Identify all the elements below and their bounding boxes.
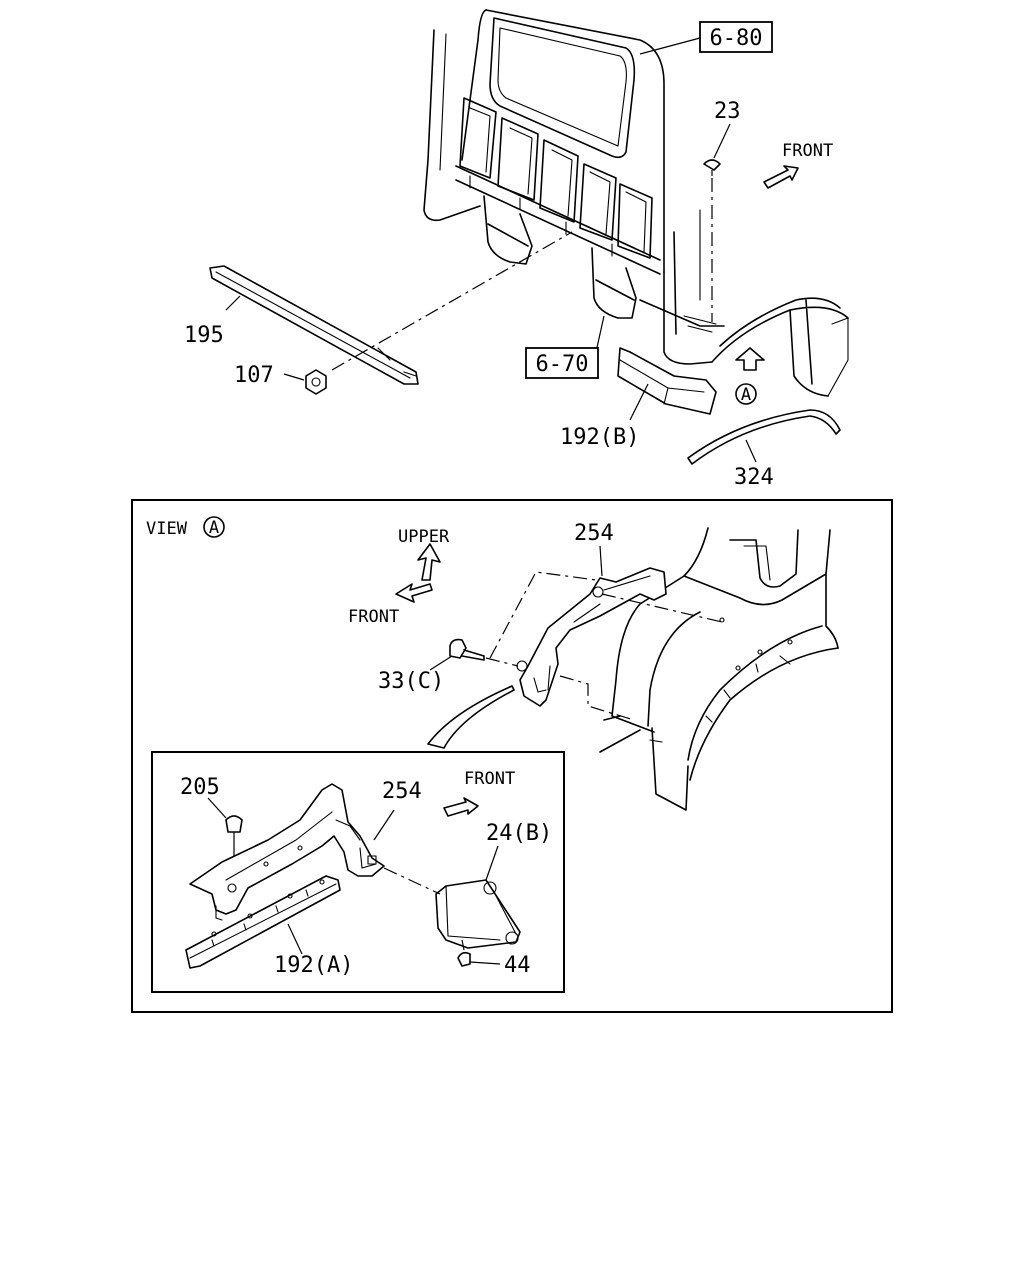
front-arrow-top-icon — [763, 165, 799, 189]
view-a-frame — [131, 499, 893, 1013]
callout-bracket-main: 254 — [574, 521, 614, 546]
callout-bracket-detail: 254 — [382, 779, 422, 804]
direction-front-view: FRONT — [348, 607, 399, 627]
detail-pointer-arrow-icon — [427, 685, 515, 749]
callout-bracket-b: 192(B) — [560, 425, 639, 450]
front-arrow-detail-icon — [443, 797, 479, 817]
callout-screw: 44 — [504, 953, 531, 978]
view-title: VIEW — [146, 519, 188, 539]
callout-cover: 24(B) — [486, 821, 552, 846]
callout-arch-trim: 324 — [734, 465, 774, 490]
cab-rear-illustration — [209, 9, 849, 465]
callout-clip-detail: 205 — [180, 775, 220, 800]
view-title-marker: A — [209, 518, 219, 538]
view-a-arrow-icon — [735, 347, 765, 371]
detail-illustration — [185, 783, 521, 969]
view-a-marker-circle — [735, 383, 757, 405]
direction-front-top: FRONT — [782, 141, 833, 161]
direction-upper: UPPER — [398, 527, 450, 547]
view-a-marker-top: A — [741, 385, 751, 405]
front-arrow-view-icon — [395, 583, 433, 603]
ref-label-floor: 6-70 — [536, 352, 589, 377]
callout-nut: 107 — [234, 363, 274, 388]
callout-bolt: 33(C) — [378, 669, 444, 694]
ref-box-floor — [525, 347, 599, 379]
direction-front-detail: FRONT — [464, 769, 515, 789]
upper-arrow-icon — [417, 543, 441, 581]
callout-rail-seal: 195 — [184, 323, 224, 348]
callout-clip-top: 23 — [714, 99, 741, 124]
view-title-marker-circle — [203, 516, 225, 538]
ref-box-cab-back — [699, 21, 773, 53]
view-a-illustration — [427, 527, 839, 811]
detail-inset-frame — [151, 751, 565, 993]
callout-bracket-a: 192(A) — [274, 953, 353, 978]
ref-label-cab-back: 6-80 — [710, 26, 763, 51]
